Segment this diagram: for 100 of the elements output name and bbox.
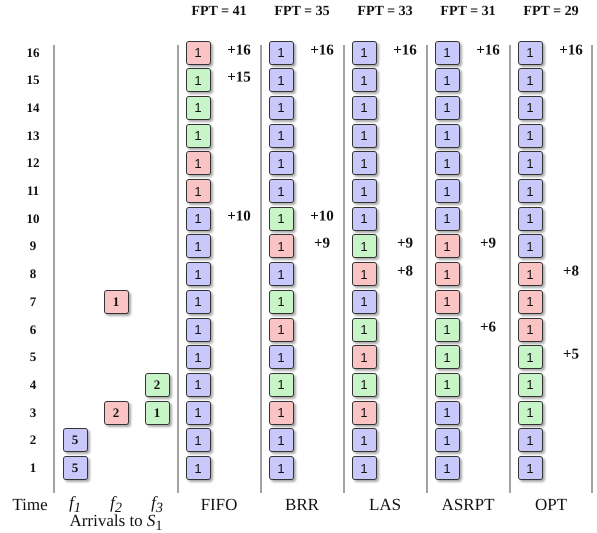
time-slot-block: 1: [268, 40, 294, 64]
time-slot-block: 1: [186, 345, 210, 370]
time-slot-block: 1: [186, 290, 210, 314]
flow-time-increment: +10: [227, 208, 251, 226]
time-slot-number: 10: [26, 210, 40, 227]
time-slot-block: 1: [352, 428, 376, 452]
time-slot-block: 1: [434, 234, 460, 258]
time-slot-block: 1: [186, 40, 210, 64]
time-slot-block: 1: [186, 179, 210, 203]
flow-time-increment: +16: [393, 42, 417, 59]
time-slot-number: 7: [30, 294, 36, 310]
time-slot-block: 1: [434, 40, 460, 64]
flow-time-increment: +9: [314, 236, 330, 253]
flow-time-increment: +6: [480, 319, 496, 336]
time-slot-number: 12: [26, 155, 40, 172]
time-slot-block: 1: [268, 234, 294, 258]
time-slot-block: 1: [434, 345, 460, 370]
time-slot-block: 1: [268, 428, 294, 452]
flow-time-increment: +8: [396, 264, 414, 281]
time-slot-block: 1: [434, 456, 460, 480]
flow-time-total: FPT = 41: [191, 4, 247, 20]
time-slot-block: 1: [352, 372, 376, 397]
flow-time-total: FPT = 29: [523, 4, 579, 20]
axis-label: FIFO: [200, 495, 238, 515]
time-slot-block: 1: [518, 179, 542, 203]
time-slot-block: 1: [352, 68, 376, 92]
flow-time-increment: +16: [310, 42, 334, 59]
time-slot-number: 9: [30, 238, 36, 254]
time-slot-block: 1: [518, 400, 542, 425]
time-slot-block: 5: [62, 456, 88, 480]
time-slot-block: 1: [434, 124, 460, 148]
flow-time-increment: +9: [396, 236, 414, 253]
time-slot-block: 1: [518, 345, 542, 370]
time-slot-block: 2: [104, 400, 128, 425]
time-slot-block: 1: [186, 234, 210, 258]
time-slot-number: 5: [30, 349, 36, 366]
flow-time-increment: +5: [562, 346, 580, 364]
time-slot-number: 11: [26, 183, 40, 199]
flow-time-increment: +16: [227, 42, 251, 59]
flow-time-increment: +10: [310, 208, 334, 226]
time-slot-block: 1: [268, 68, 294, 92]
time-slot-block: 1: [352, 262, 376, 286]
time-slot-block: 1: [352, 400, 376, 425]
time-slot-block: 1: [434, 372, 460, 397]
time-slot-block: 1: [434, 68, 460, 92]
axis-label: ASRPT: [442, 495, 494, 515]
flow-time-increment: +16: [559, 42, 583, 59]
time-slot-block: 1: [268, 262, 294, 286]
time-slot-block: 1: [268, 179, 294, 203]
time-slot-number: 13: [26, 128, 40, 144]
time-slot-block: 1: [518, 151, 542, 176]
time-slot-block: 1: [518, 262, 542, 286]
time-slot-block: 1: [518, 456, 542, 480]
time-slot-block: 1: [434, 96, 460, 120]
time-slot-block: 1: [518, 96, 542, 120]
axis-label: OPT: [534, 495, 568, 515]
time-slot-block: 1: [104, 290, 128, 314]
time-slot-block: 1: [268, 290, 294, 314]
time-slot-block: 5: [62, 428, 88, 452]
time-slot-block: 1: [352, 206, 376, 231]
time-slot-number: 14: [26, 100, 40, 116]
time-slot-block: 1: [434, 318, 460, 342]
time-slot-number: 3: [30, 404, 36, 421]
time-slot-number: 16: [26, 44, 40, 60]
time-slot-block: 1: [186, 262, 210, 286]
time-slot-block: 2: [144, 372, 170, 397]
time-slot-block: 1: [186, 372, 210, 397]
time-slot-block: 1: [186, 151, 210, 176]
flow-time-increment: +16: [476, 42, 500, 59]
time-slot-block: 1: [352, 151, 376, 176]
time-slot-block: 1: [518, 206, 542, 231]
axis-label: LAS: [368, 495, 402, 515]
time-slot-block: 1: [186, 68, 210, 92]
time-slot-block: 1: [518, 428, 542, 452]
time-slot-block: 1: [352, 124, 376, 148]
time-slot-block: 1: [186, 428, 210, 452]
time-slot-block: 1: [268, 456, 294, 480]
time-slot-block: 1: [268, 206, 294, 231]
flow-time-total: FPT = 33: [357, 4, 413, 20]
axis-label: BRR: [284, 495, 320, 515]
time-slot-block: 1: [268, 124, 294, 148]
time-slot-block: 1: [518, 290, 542, 314]
time-slot-block: 1: [352, 318, 376, 342]
time-slot-block: 1: [352, 290, 376, 314]
time-slot-block: 1: [518, 318, 542, 342]
time-slot-block: 1: [268, 318, 294, 342]
flow-time-increment: +8: [562, 264, 580, 281]
time-slot-block: 1: [268, 400, 294, 425]
time-slot-number: 6: [30, 322, 36, 338]
time-slot-block: 1: [518, 372, 542, 397]
time-slot-block: 1: [352, 234, 376, 258]
time-slot-number: 15: [26, 72, 40, 88]
time-slot-block: 1: [434, 400, 460, 425]
time-slot-block: 1: [434, 290, 460, 314]
flow-time-total: FPT = 31: [440, 4, 496, 20]
time-slot-block: 1: [434, 428, 460, 452]
time-slot-block: 1: [352, 96, 376, 120]
time-slot-number: 4: [30, 376, 36, 393]
time-slot-block: 1: [186, 318, 210, 342]
time-slot-number: 8: [30, 266, 36, 282]
